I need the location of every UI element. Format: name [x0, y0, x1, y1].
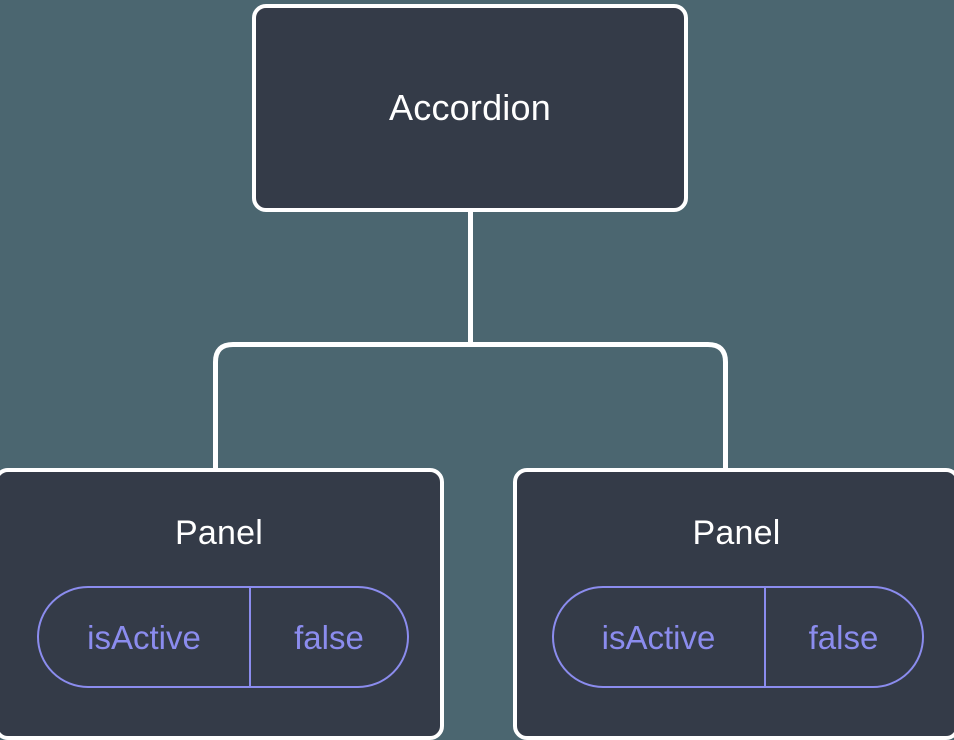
prop-badge-isactive-1[interactable]: isActive false: [551, 586, 924, 688]
prop-badge-isactive-0[interactable]: isActive false: [37, 586, 409, 688]
connector-children-bus: [213, 342, 728, 470]
node-panel-0[interactable]: Panel isActive false: [0, 468, 444, 740]
node-panel-1[interactable]: Panel isActive false: [513, 468, 954, 740]
prop-value-0: false: [294, 618, 364, 656]
node-accordion[interactable]: Accordion: [252, 4, 688, 212]
node-accordion-title: Accordion: [389, 87, 551, 128]
node-panel-0-title: Panel: [175, 514, 263, 552]
prop-key-1: isActive: [554, 588, 766, 686]
prop-value-1: false: [808, 618, 879, 656]
prop-key-0: isActive: [39, 588, 251, 686]
node-panel-1-title: Panel: [692, 514, 781, 552]
